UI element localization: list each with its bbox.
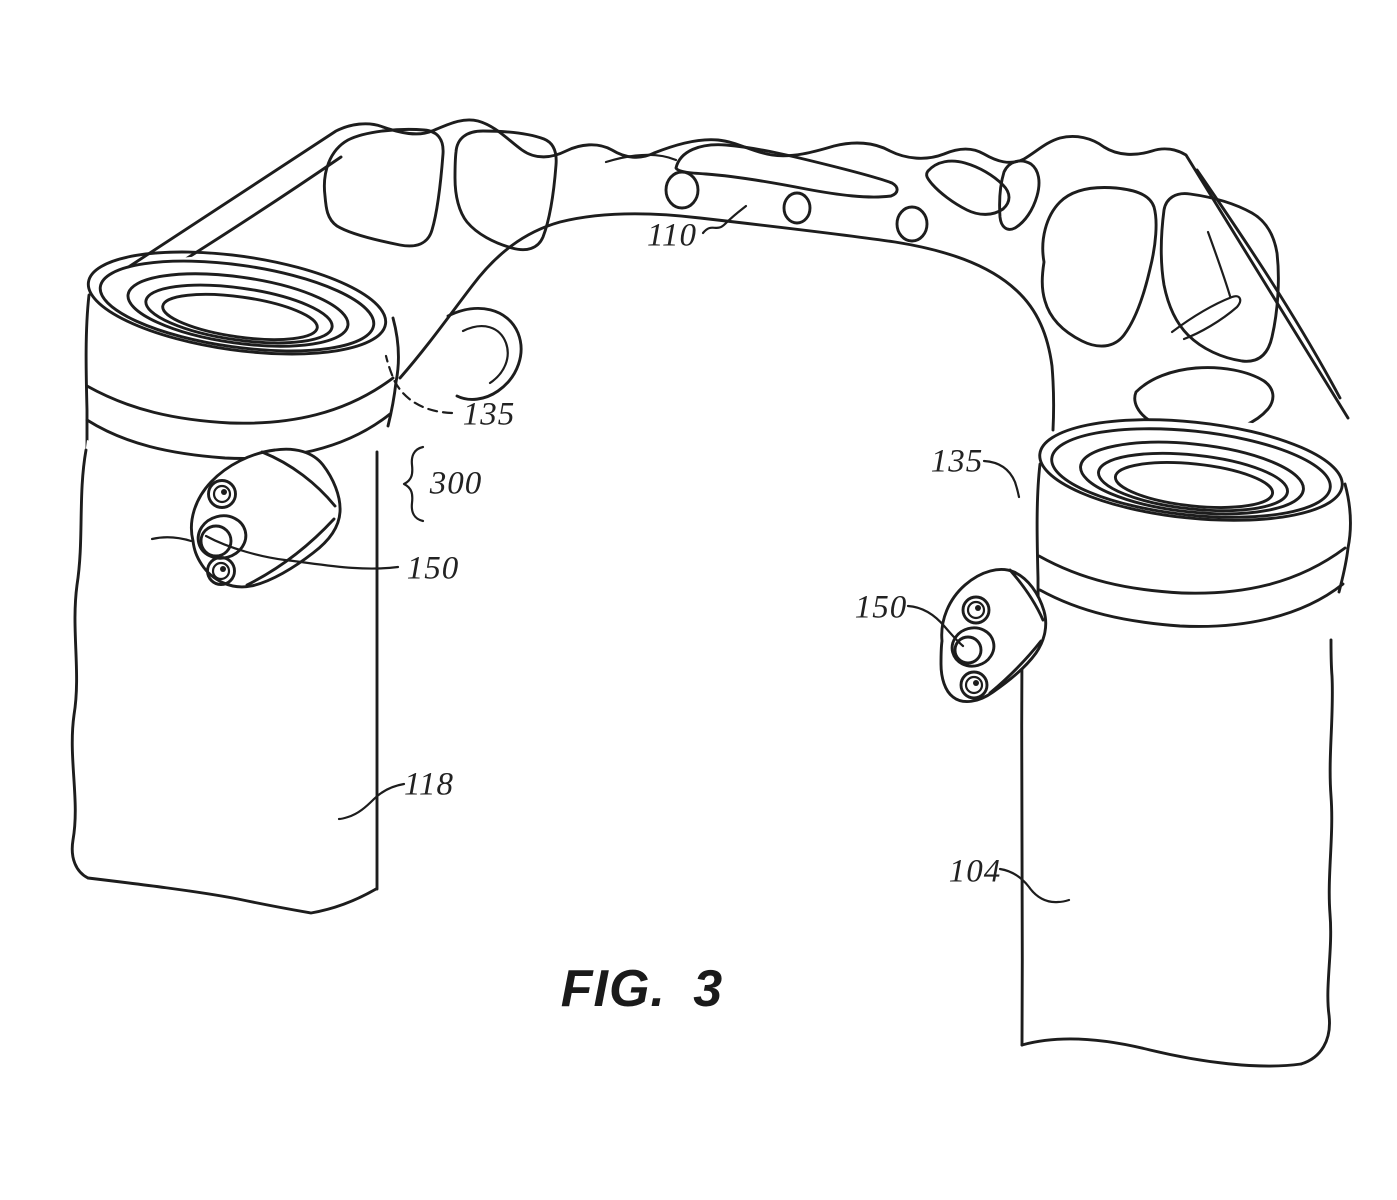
left-collar-bore	[161, 292, 319, 342]
left-boss-bolt-top-socket	[221, 489, 227, 495]
crown-outer-edge	[96, 118, 1350, 420]
left-boss-port-inner	[199, 524, 233, 558]
right-tube-edge-left	[1020, 638, 1024, 1047]
left-collar-rim-2	[98, 259, 376, 353]
crown-cutout-bean	[998, 159, 1041, 231]
right-boss-facet-top	[1008, 568, 1045, 622]
leader-150-left	[204, 534, 400, 570]
crown-cutout-left-b	[453, 129, 558, 252]
crown-right-inner-contour	[1195, 168, 1342, 400]
crown-slot-right	[925, 159, 1011, 216]
ref-label-150-left: 150	[406, 550, 460, 587]
right-tube-fill	[1023, 622, 1331, 1068]
left-clamp-collar	[84, 250, 400, 469]
ref-label-104: 104	[948, 853, 1002, 890]
right-tube-break-line	[1020, 1037, 1303, 1068]
right-collar-bore	[1113, 461, 1275, 509]
right-boss-bolt-bottom-outer	[959, 670, 989, 700]
left-collar-rim-outer	[86, 250, 388, 356]
left-collar-lower-rim-2	[85, 412, 392, 460]
leader-135-left	[384, 354, 454, 415]
crown-steerer-stub-inner	[461, 325, 509, 385]
right-collar-rim-2	[1050, 427, 1332, 519]
right-clamp-collar	[1035, 418, 1352, 636]
right-boss-port-outer	[950, 626, 996, 668]
crown-cutout-left-a	[322, 127, 445, 248]
leader-118	[337, 782, 406, 821]
right-collar-lower-rim-1	[1037, 546, 1347, 595]
left-boss-bolt-bottom-inner	[211, 561, 231, 581]
ref-label-110: 110	[646, 217, 698, 254]
crown-cutout-right-d	[1159, 192, 1280, 363]
right-collar-lower-rim-2	[1038, 582, 1345, 628]
right-boss-bolt-bottom-inner	[964, 675, 984, 695]
left-tube-edge-left	[70, 448, 90, 880]
crown-hole-1	[664, 170, 700, 210]
leader-150-right	[906, 604, 965, 648]
crown-hole-2	[782, 191, 812, 225]
right-boss-facet-bottom	[988, 639, 1043, 695]
left-boss-contour	[150, 536, 193, 543]
right-mount-boss	[939, 568, 1048, 704]
right-boss-body	[939, 568, 1048, 704]
ref-label-150-right: 150	[854, 589, 908, 626]
right-collar-rim-3	[1079, 440, 1305, 516]
ref-label-300: 300	[429, 465, 483, 502]
crown-cutout-d-rib1	[1206, 230, 1232, 298]
right-boss-bolt-top-inner	[966, 600, 986, 620]
left-boss-port-outer	[196, 514, 248, 560]
crown-slot-mid	[674, 143, 899, 199]
left-boss-bolt-bottom-socket	[220, 566, 226, 572]
leader-110	[701, 204, 748, 235]
right-collar-side-right	[1337, 482, 1352, 594]
right-tube-edge-right	[1299, 638, 1334, 1066]
crown-bottom-edge	[398, 212, 1056, 432]
crown-hole-3	[895, 205, 929, 243]
left-collar-rim-4	[144, 283, 334, 345]
left-boss-facet-bottom	[245, 517, 336, 587]
leader-135-right	[982, 459, 1021, 499]
crown-shoulder-contour	[604, 153, 678, 164]
right-boss-bolt-bottom-socket	[973, 680, 979, 686]
right-boss-bolt-top-socket	[975, 605, 981, 611]
crown-steerer-stub-outer	[446, 307, 523, 401]
right-fork-tube	[1020, 622, 1334, 1068]
figure-caption: FIG. 3	[560, 960, 724, 1018]
left-mount-boss	[150, 447, 342, 589]
crown-cutout-right-c	[1040, 186, 1158, 348]
right-collar-rim-outer	[1038, 418, 1344, 522]
right-collar-silhouette	[1038, 418, 1351, 636]
ref-label-118: 118	[403, 766, 455, 803]
brace-300	[402, 445, 425, 523]
right-boss-bolt-top-outer	[961, 595, 991, 625]
left-boss-bolt-top-inner	[212, 484, 232, 504]
left-boss-facet-top	[260, 450, 337, 508]
left-collar-rim-3	[126, 272, 350, 348]
leader-104	[998, 867, 1071, 904]
right-boss-port-inner	[953, 635, 983, 665]
ref-label-135-right: 135	[930, 443, 984, 480]
crown-arch	[96, 118, 1350, 435]
right-collar-rim-4	[1097, 451, 1289, 513]
reference-leaders	[204, 204, 1071, 904]
left-boss-bolt-bottom-outer	[206, 556, 236, 586]
left-boss-bolt-top-outer	[207, 479, 237, 509]
left-collar-lower-rim-1	[85, 376, 395, 425]
ref-label-135-left: 135	[462, 396, 516, 433]
left-tube-break-line	[86, 876, 378, 915]
crown-cutout-d-rib2	[1170, 295, 1242, 341]
left-collar-side-left	[84, 293, 91, 450]
